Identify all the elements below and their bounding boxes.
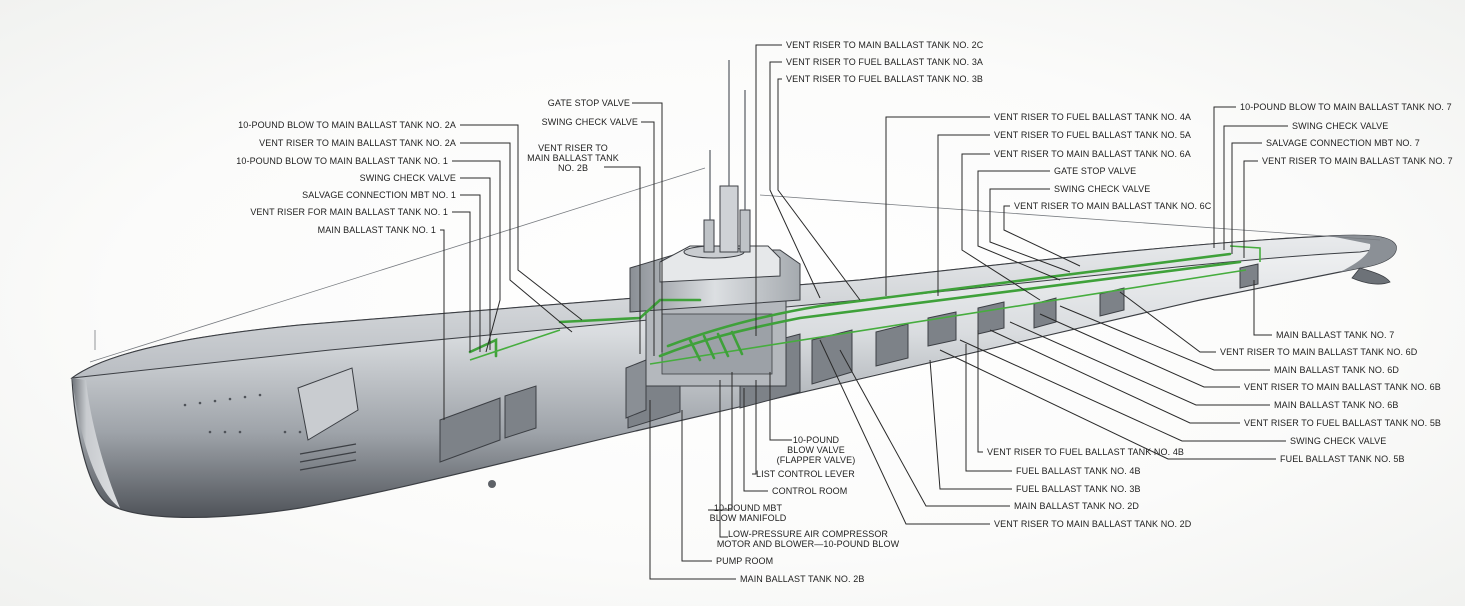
bow-shading (72, 378, 120, 508)
label-swing-check-7: SWING CHECK VALVE (1292, 121, 1388, 131)
label-gate-stop: GATE STOP VALVE (548, 98, 630, 108)
hull-portholes (183, 393, 302, 434)
label-salvage-7: SALVAGE CONNECTION MBT NO. 7 (1266, 138, 1420, 148)
label-vent-1: VENT RISER FOR MAIN BALLAST TANK NO. 1 (250, 207, 448, 217)
conning-tower (629, 60, 801, 313)
label-blow-manifold-line2: BLOW MANIFOLD (710, 513, 787, 523)
label-vent-2b-line1: VENT RISER TO (538, 143, 608, 153)
label-blow-2a: 10-POUND BLOW TO MAIN BALLAST TANK NO. 2… (238, 120, 456, 130)
label-vent-fuel-3a: VENT RISER TO FUEL BALLAST TANK NO. 3A (786, 57, 983, 67)
label-mbt-7: MAIN BALLAST TANK NO. 7 (1276, 330, 1394, 340)
label-blow-7: 10-POUND BLOW TO MAIN BALLAST TANK NO. 7 (1240, 102, 1452, 112)
label-compressor-line2: MOTOR AND BLOWER—10-POUND BLOW (717, 539, 900, 549)
label-mbt-6d: MAIN BALLAST TANK NO. 6D (1274, 365, 1399, 375)
label-vent-2d: VENT RISER TO MAIN BALLAST TANK NO. 2D (994, 519, 1192, 529)
label-salvage-1: SALVAGE CONNECTION MBT NO. 1 (302, 190, 456, 200)
label-blow-valve-line1: 10-POUND (793, 435, 840, 445)
bow-plane (297, 367, 359, 441)
stern-plane (1351, 267, 1391, 285)
label-vent-6b: VENT RISER TO MAIN BALLAST TANK NO. 6B (1244, 382, 1441, 392)
rigging (89, 167, 1381, 363)
label-mbt-6b: MAIN BALLAST TANK NO. 6B (1274, 400, 1398, 410)
label-vent-fuel-4b: VENT RISER TO FUEL BALLAST TANK NO. 4B (987, 447, 1184, 457)
label-fuel-3b: FUEL BALLAST TANK NO. 3B (1016, 484, 1141, 494)
label-mbt-2d: MAIN BALLAST TANK NO. 2D (1014, 501, 1139, 511)
label-vent-2b-line3: NO. 2B (558, 163, 588, 173)
label-vent-fuel-5a: VENT RISER TO FUEL BALLAST TANK NO. 5A (994, 130, 1191, 140)
label-swing-check-mid: SWING CHECK VALVE (542, 117, 638, 127)
label-control-room: CONTROL ROOM (772, 486, 847, 496)
label-blow-valve-line2: BLOW VALVE (787, 445, 845, 455)
label-blow-manifold-line1: 10-POUND MBT (714, 503, 783, 513)
label-vent-fuel-4a: VENT RISER TO FUEL BALLAST TANK NO. 4A (994, 112, 1191, 122)
label-vent-2c: VENT RISER TO MAIN BALLAST TANK NO. 2C (786, 40, 984, 50)
label-compressor-line1: LOW-PRESSURE AIR COMPRESSOR (728, 529, 888, 539)
label-fuel-5b: FUEL BALLAST TANK NO. 5B (1280, 454, 1405, 464)
label-vent-7: VENT RISER TO MAIN BALLAST TANK NO. 7 (1262, 156, 1453, 166)
label-vent-6d: VENT RISER TO MAIN BALLAST TANK NO. 6D (1220, 347, 1418, 357)
label-swing-check-fwd: SWING CHECK VALVE (360, 173, 456, 183)
label-pump-room: PUMP ROOM (716, 556, 773, 566)
torpedo-doors (299, 443, 357, 471)
label-vent-fuel-5b: VENT RISER TO FUEL BALLAST TANK NO. 5B (1244, 418, 1441, 428)
label-blow-1: 10-POUND BLOW TO MAIN BALLAST TANK NO. 1 (236, 156, 448, 166)
label-vent-6a: VENT RISER TO MAIN BALLAST TANK NO. 6A (994, 149, 1191, 159)
label-list-control: LIST CONTROL LEVER (756, 469, 855, 479)
label-swing-check-5b: SWING CHECK VALVE (1290, 436, 1386, 446)
piping (468, 245, 1261, 365)
control-room-machinery (625, 299, 787, 419)
label-vent-fuel-3b: VENT RISER TO FUEL BALLAST TANK NO. 3B (786, 74, 983, 84)
label-fuel-4b: FUEL BALLAST TANK NO. 4B (1016, 466, 1141, 476)
label-vent-2a: VENT RISER TO MAIN BALLAST TANK NO. 2A (259, 138, 456, 148)
label-mbt-1: MAIN BALLAST TANK NO. 1 (318, 225, 436, 235)
labels: VENT RISER TO MAIN BALLAST TANK NO. 2C V… (236, 40, 1453, 584)
label-swing-check-aft: SWING CHECK VALVE (1054, 184, 1150, 194)
stern-shading (1330, 235, 1397, 272)
label-gate-stop-aft: GATE STOP VALVE (1054, 166, 1136, 176)
leader-lines (440, 44, 1288, 580)
label-vent-2b-line2: MAIN BALLAST TANK (527, 153, 619, 163)
label-vent-6c: VENT RISER TO MAIN BALLAST TANK NO. 6C (1014, 201, 1212, 211)
anchor (488, 480, 496, 488)
label-blow-valve-line3: (FLAPPER VALVE) (777, 455, 856, 465)
label-mbt-2b: MAIN BALLAST TANK NO. 2B (740, 574, 864, 584)
